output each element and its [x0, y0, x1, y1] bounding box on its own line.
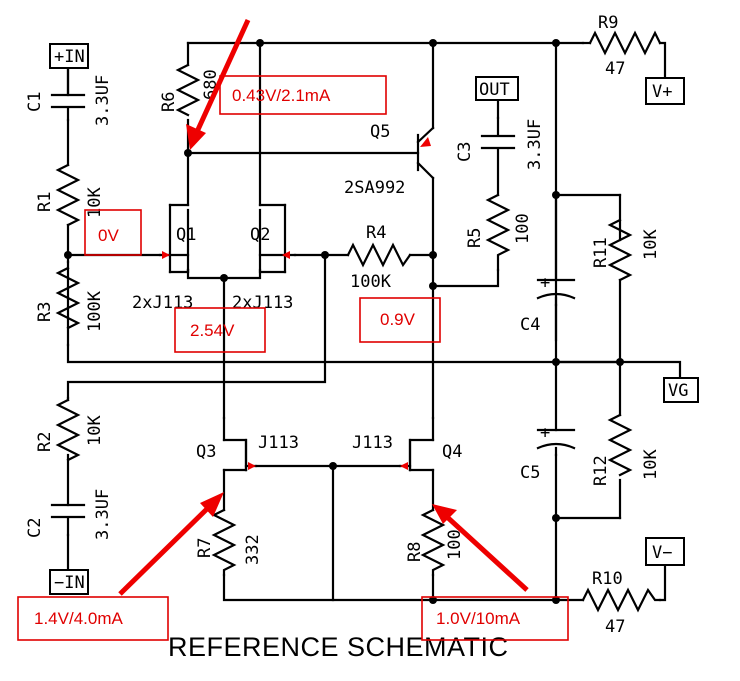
- r3-ref: R3: [35, 302, 55, 322]
- resistor-r7: [211, 508, 237, 577]
- port-out: OUT: [475, 76, 519, 101]
- q2-ref: Q2: [250, 225, 270, 245]
- port-vg-label: VG: [668, 381, 688, 401]
- port-v-minus: V−: [645, 537, 685, 566]
- annotation-tail-text: 2.54V: [190, 321, 235, 340]
- r11-ref: R11: [591, 237, 611, 268]
- wires: [66, 41, 682, 602]
- r6-ref: R6: [159, 92, 179, 112]
- port-in-minus-label: −IN: [54, 573, 85, 593]
- resistor-r4: [346, 242, 412, 268]
- annotation-r8-node-text: 1.0V/10mA: [436, 609, 521, 628]
- annotation-q5-emitter: 0.43V/2.1mA: [219, 75, 387, 115]
- annotation-input: 0V: [84, 209, 142, 256]
- annotation-input-text: 0V: [98, 226, 119, 245]
- c3-ref: C3: [455, 142, 475, 162]
- r2-value: 10K: [85, 415, 105, 446]
- annotation-output: 0.9V: [359, 297, 441, 343]
- q3-part: J113: [258, 433, 299, 453]
- r10-ref: R10: [592, 569, 623, 589]
- port-in-minus: −IN: [49, 569, 89, 595]
- port-vg: VG: [663, 377, 699, 403]
- q1-ref: Q1: [176, 225, 196, 245]
- c1-value: 3.3UF: [93, 75, 113, 126]
- port-v-plus-label: V+: [652, 82, 672, 102]
- resistor-r8: [420, 508, 446, 577]
- q5-ref: Q5: [370, 122, 390, 142]
- capacitor-c1: [50, 66, 86, 122]
- capacitor-c4: [536, 278, 576, 307]
- pnp-transistor-q5: [416, 126, 435, 180]
- annotation-q5-emitter-text: 0.43V/2.1mA: [232, 86, 331, 105]
- resistor-r2: [55, 398, 81, 462]
- q1-part: 2xJ113: [132, 293, 193, 313]
- c2-value: 3.3UF: [93, 489, 113, 540]
- r9-value: 47: [605, 59, 625, 79]
- annotation-arrows: [118, 18, 529, 596]
- q4-ref: Q4: [442, 442, 462, 462]
- port-v-plus: V+: [645, 77, 685, 105]
- r1-ref: R1: [35, 192, 55, 212]
- r12-ref: R12: [591, 455, 611, 486]
- c5-ref: C5: [520, 463, 540, 483]
- r8-ref: R8: [405, 542, 425, 562]
- capacitor-c2: [50, 503, 86, 537]
- c4-ref: C4: [520, 315, 540, 335]
- annotation-output-text: 0.9V: [380, 310, 416, 329]
- jfet-q3: [244, 438, 258, 472]
- r7-value: 332: [243, 534, 263, 565]
- r2-ref: R2: [35, 432, 55, 452]
- annotation-r7-node: 1.4V/4.0mA: [17, 596, 169, 641]
- resistor-r1: [55, 163, 81, 227]
- schematic-title: REFERENCE SCHEMATIC: [168, 632, 509, 662]
- c5-plus: +: [540, 423, 550, 443]
- r4-ref: R4: [366, 223, 386, 243]
- resistor-r5: [485, 193, 511, 272]
- capacitor-c5: [536, 428, 576, 457]
- c1-ref: C1: [25, 92, 45, 112]
- c3-value: 3.3UF: [525, 119, 545, 170]
- r5-value: 100: [513, 213, 533, 244]
- annotation-r7-node-text: 1.4V/4.0mA: [34, 609, 123, 628]
- r3-value: 100K: [85, 290, 105, 332]
- q3-ref: Q3: [196, 442, 216, 462]
- r10-value: 47: [605, 617, 625, 637]
- capacitor-c3: [480, 116, 516, 150]
- resistor-r12: [607, 413, 633, 477]
- junctions: [64, 39, 624, 604]
- q5-part: 2SA992: [344, 178, 405, 198]
- r5-ref: R5: [465, 228, 485, 248]
- resistor-r10: [581, 587, 662, 613]
- r11-value: 10K: [641, 229, 661, 260]
- port-in-plus-label: +IN: [54, 47, 85, 67]
- jfet-q1: [158, 208, 190, 272]
- c2-ref: C2: [25, 518, 45, 538]
- q2-part: 2xJ113: [232, 293, 293, 313]
- resistor-r9: [588, 30, 662, 56]
- annotation-r8-node: 1.0V/10mA: [421, 596, 569, 641]
- r1-value: 10K: [85, 187, 105, 218]
- annotation-tail: 2.54V: [174, 307, 266, 353]
- port-in-plus: +IN: [49, 43, 89, 69]
- resistor-r6: [175, 63, 201, 117]
- resistor-r3: [55, 266, 81, 330]
- jfet-q2: [258, 208, 297, 272]
- r7-ref: R7: [195, 538, 215, 558]
- port-v-minus-label: V−: [652, 543, 672, 563]
- jfet-q4: [398, 438, 412, 472]
- r4-value: 100K: [350, 272, 392, 292]
- r12-value: 10K: [641, 449, 661, 480]
- c4-plus: +: [540, 273, 550, 293]
- port-out-label: OUT: [479, 80, 510, 100]
- resistor-r11: [607, 218, 633, 282]
- r9-ref: R9: [598, 13, 618, 33]
- r8-value: 100: [445, 529, 465, 560]
- q4-part: J113: [352, 433, 393, 453]
